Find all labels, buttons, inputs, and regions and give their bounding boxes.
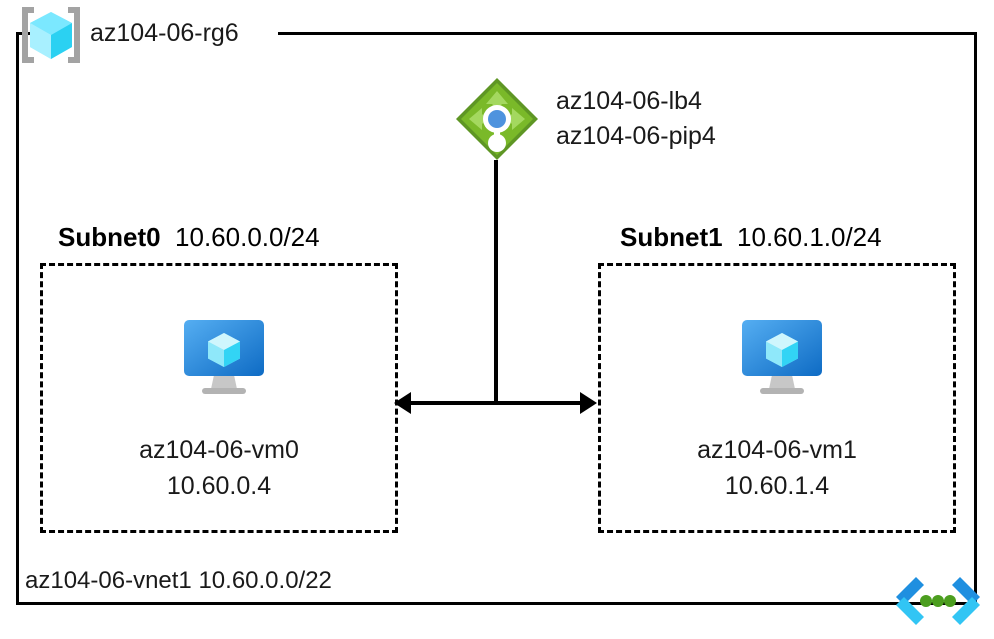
vnet-label: az104-06-vnet1 10.60.0.0/22: [25, 567, 332, 594]
vnet-border-bottom: [16, 602, 977, 605]
load-balancer-labels: az104-06-lb4 az104-06-pip4: [556, 84, 716, 154]
public-ip-name: az104-06-pip4: [556, 122, 716, 150]
virtual-network-icon: [890, 575, 986, 632]
subnet0-name: Subnet0: [58, 222, 168, 252]
vnet-border-left: [16, 32, 19, 605]
load-balancer-name: az104-06-lb4: [556, 87, 702, 115]
load-balancer-connector-line: [494, 160, 498, 404]
connector-arrow-left: [394, 392, 411, 414]
vnet-border-right: [974, 32, 977, 605]
connector-arrow-right: [580, 392, 597, 414]
vm0-name: az104-06-vm0: [139, 436, 299, 464]
vm1-labels: az104-06-vm1 10.60.1.4: [598, 432, 956, 504]
subnet-connector-line: [398, 401, 592, 405]
subnet0-heading: Subnet0 10.60.0.0/24: [58, 221, 320, 253]
virtual-machine-icon: [734, 313, 830, 397]
subnet0-cidr: 10.60.0.0/24: [175, 222, 320, 252]
subnet1-box: [598, 263, 956, 533]
vnet-border-top-right: [278, 32, 977, 35]
subnet1-heading: Subnet1 10.60.1.0/24: [620, 221, 882, 253]
resource-group-cube-icon: [14, 4, 88, 66]
vm1-ip: 10.60.1.4: [724, 472, 830, 500]
subnet1-name: Subnet1: [620, 222, 730, 252]
vm1-name: az104-06-vm1: [697, 436, 857, 464]
resource-group-label: az104-06-rg6: [90, 19, 239, 47]
subnet0-box: [40, 263, 398, 533]
virtual-machine-icon: [176, 313, 272, 397]
vm0-labels: az104-06-vm0 10.60.0.4: [40, 432, 398, 504]
load-balancer-icon: [452, 76, 542, 166]
vm0-ip: 10.60.0.4: [166, 472, 272, 500]
subnet1-cidr: 10.60.1.0/24: [737, 222, 882, 252]
